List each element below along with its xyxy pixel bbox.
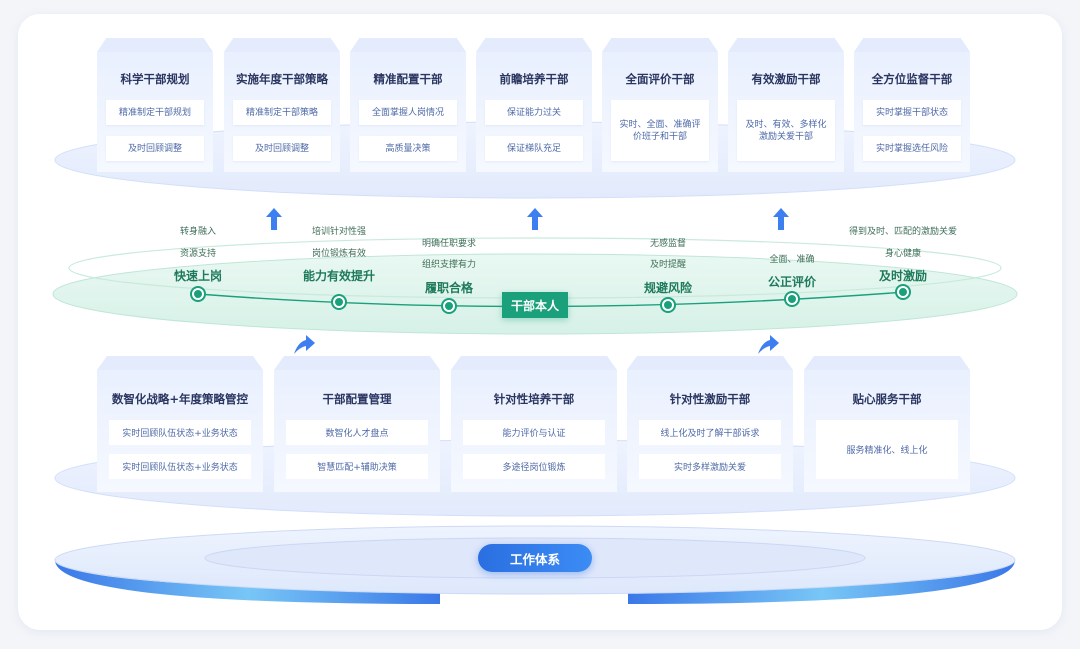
bottom-box-title: 针对性激励干部 <box>669 392 751 406</box>
bottom-box-item: 实时多样激励关爱 <box>639 454 781 479</box>
top-box-title: 全方位监督干部 <box>871 72 953 86</box>
top-box-item: 实时、全面、准确评价班子和干部 <box>611 100 709 161</box>
bottom-box-cultivation: 针对性培养干部 能力评价与认证 多途径岗位锻炼 <box>451 370 617 492</box>
top-box-annual-strategy: 实施年度干部策略 精准制定干部策略 及时回顾调整 <box>224 52 340 172</box>
ring-note: 无感监督 <box>649 239 687 249</box>
top-box-item: 精准制定干部策略 <box>233 100 331 125</box>
bottom-box-service: 贴心服务干部 服务精准化、线上化 <box>804 370 970 492</box>
top-box-incentive: 有效激励干部 及时、有效、多样化激励关爱干部 <box>728 52 844 172</box>
top-box-item: 实时掌握干部状态 <box>863 100 961 125</box>
ring-note: 及时提醒 <box>649 260 687 270</box>
top-box-item: 及时回顾调整 <box>106 136 204 161</box>
ring-note: 明确任职要求 <box>421 239 477 249</box>
ring-node-dot <box>662 299 674 311</box>
ring-note: 组织支撑有力 <box>421 260 477 270</box>
bottom-box-item: 数智化人才盘点 <box>286 420 428 445</box>
top-box-item: 保证梯队充足 <box>485 136 583 161</box>
bottom-box-title: 针对性培养干部 <box>493 392 575 406</box>
bottom-box-title: 贴心服务干部 <box>852 392 922 406</box>
ring-node-dot <box>333 296 345 308</box>
bottom-box-title: 数智化战略+年度策略管控 <box>111 392 249 406</box>
top-box-planning: 科学干部规划 精准制定干部规划 及时回顾调整 <box>97 52 213 172</box>
bottom-box-item: 能力评价与认证 <box>463 420 605 445</box>
ring-node-dot <box>192 288 204 300</box>
top-box-title: 精准配置干部 <box>373 72 443 86</box>
top-box-item: 精准制定干部规划 <box>106 100 204 125</box>
top-box-title: 有效激励干部 <box>751 72 821 86</box>
ring-node-title: 及时激励 <box>878 269 928 283</box>
top-box-item: 实时掌握选任风险 <box>863 136 961 161</box>
bottom-box-item: 多途径岗位锻炼 <box>463 454 605 479</box>
ring-note: 岗位锻炼有效 <box>311 249 367 259</box>
arrow-up-icon <box>773 208 789 230</box>
curved-arrow-up-icon <box>758 335 779 354</box>
ring-node-title: 能力有效提升 <box>302 269 376 283</box>
bottom-box-item: 线上化及时了解干部诉求 <box>639 420 781 445</box>
ring-note: 资源支持 <box>179 249 217 259</box>
bottom-box-item: 实时回顾队伍状态+业务状态 <box>109 454 251 479</box>
ring-node-title: 公正评价 <box>767 275 817 289</box>
ring-note: 培训针对性强 <box>311 227 367 237</box>
arrow-up-icon <box>266 208 282 230</box>
top-box-title: 前瞻培养干部 <box>499 72 569 86</box>
ring-note: 转身融入 <box>179 227 217 237</box>
ring-note: 身心健康 <box>884 249 922 259</box>
top-box-evaluation: 全面评价干部 实时、全面、准确评价班子和干部 <box>602 52 718 172</box>
ring-node-title: 快速上岗 <box>173 269 223 283</box>
ring-note: 全面、准确 <box>769 255 815 265</box>
work-system-label: 工作体系 <box>478 544 592 572</box>
top-box-item: 保证能力过关 <box>485 100 583 125</box>
top-box-item: 及时、有效、多样化激励关爱干部 <box>737 100 835 161</box>
bottom-box-item: 智慧匹配+辅助决策 <box>286 454 428 479</box>
top-box-supervision: 全方位监督干部 实时掌握干部状态 实时掌握选任风险 <box>854 52 970 172</box>
top-box-title: 科学干部规划 <box>120 72 190 86</box>
top-box-title: 全面评价干部 <box>625 72 695 86</box>
bottom-box-strategy: 数智化战略+年度策略管控 实时回顾队伍状态+业务状态 实时回顾队伍状态+业务状态 <box>97 370 263 492</box>
bottom-box-title: 干部配置管理 <box>322 392 392 406</box>
ring-node-dot <box>443 300 455 312</box>
arrow-up-icon <box>527 208 543 230</box>
top-box-title: 实施年度干部策略 <box>236 72 328 86</box>
bottom-box-incentive: 针对性激励干部 线上化及时了解干部诉求 实时多样激励关爱 <box>627 370 793 492</box>
top-box-item: 及时回顾调整 <box>233 136 331 161</box>
ring-node-title: 履职合格 <box>424 281 474 295</box>
ring-node-title: 规避风险 <box>643 281 693 295</box>
bottom-box-allocation: 干部配置管理 数智化人才盘点 智慧匹配+辅助决策 <box>274 370 440 492</box>
center-node-cadre: 干部本人 <box>502 292 568 318</box>
bottom-box-item: 服务精准化、线上化 <box>816 420 958 479</box>
top-box-allocation: 精准配置干部 全面掌握人岗情况 高质量决策 <box>350 52 466 172</box>
bottom-box-item: 实时回顾队伍状态+业务状态 <box>109 420 251 445</box>
ring-note: 得到及时、匹配的激励关爱 <box>848 227 958 237</box>
top-box-cultivation: 前瞻培养干部 保证能力过关 保证梯队充足 <box>476 52 592 172</box>
curved-arrow-up-icon <box>294 335 315 354</box>
ring-node-dot <box>786 293 798 305</box>
top-box-item: 全面掌握人岗情况 <box>359 100 457 125</box>
ring-node-dot <box>897 286 909 298</box>
top-box-item: 高质量决策 <box>359 136 457 161</box>
